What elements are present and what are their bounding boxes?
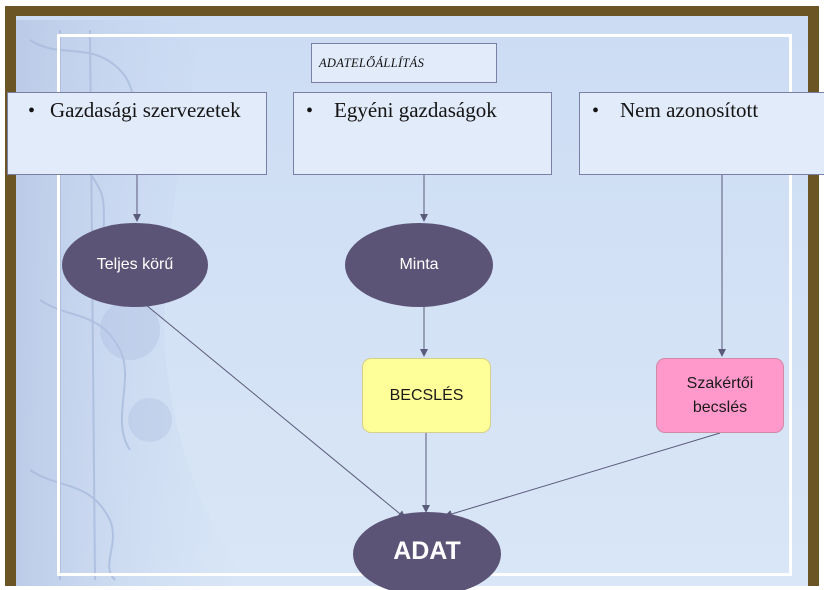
bullet-icon: •: [28, 100, 36, 122]
source-box-unidentified: • Nem azonosított: [579, 92, 824, 175]
node-label: Minta: [399, 256, 439, 273]
node-label: ADAT: [393, 536, 461, 565]
title-box: ADATELŐÁLLÍTÁS: [311, 43, 497, 83]
node-expert-estimate: Szakértői becslés: [656, 358, 784, 433]
node-result-adat: ADAT: [353, 512, 501, 590]
node-label: Teljes körű: [96, 256, 174, 273]
source-box-individual: • Egyéni gazdaságok: [293, 92, 552, 175]
node-sample: Minta: [345, 223, 493, 307]
bullet-icon: •: [306, 100, 314, 122]
source-box-business: • Gazdasági szervezetek: [7, 92, 267, 175]
title-text: ADATELŐÁLLÍTÁS: [319, 55, 425, 70]
node-estimate: BECSLÉS: [362, 358, 491, 433]
source-label: Gazdasági szervezetek: [50, 98, 241, 122]
connector-expert-adat: [444, 432, 721, 518]
bullet-icon: •: [592, 100, 600, 122]
node-label: BECSLÉS: [389, 386, 464, 404]
source-label: Nem azonosított: [620, 98, 759, 122]
node-label: Szakértői becslés: [686, 374, 754, 416]
connector-full-adat: [139, 299, 406, 519]
node-full-survey: Teljes körű: [62, 223, 208, 307]
source-label: Egyéni gazdaságok: [334, 98, 497, 122]
